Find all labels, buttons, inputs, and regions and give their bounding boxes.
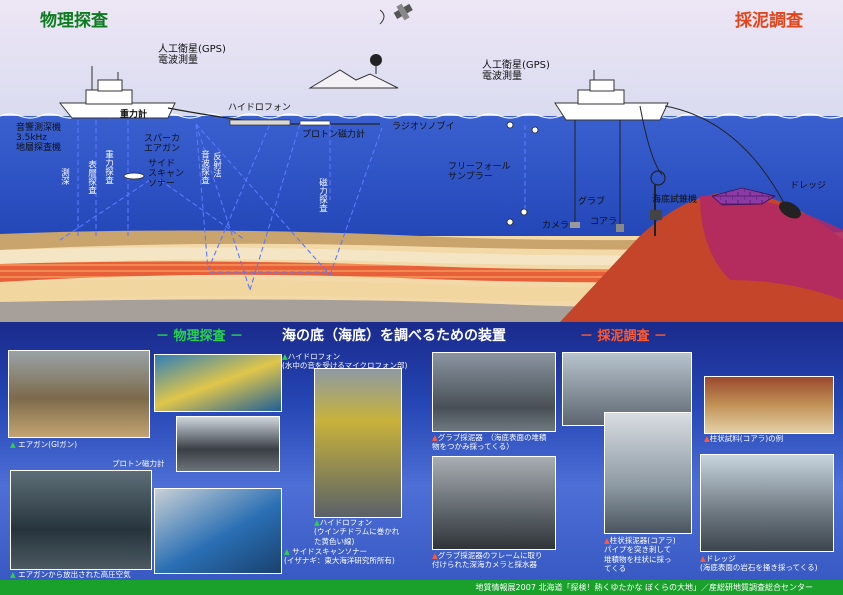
photo-hydrophone (154, 354, 282, 412)
survey-ship-right (554, 70, 801, 236)
echo-sounder-label: 音響測深機 3.5kHz 地層探査機 (16, 123, 62, 153)
photo-hydrophone-drum (314, 368, 402, 518)
shallow-vlabel: 表層探査 (86, 160, 97, 194)
caption-grab2: ▲グラブ採泥器のフレームに取り 付けられた深海カメラと採水器 (432, 551, 543, 570)
photo-grab1 (432, 352, 556, 432)
side-scan-sonar-icon (123, 172, 145, 180)
photo-corer (604, 412, 692, 534)
photo-core-sample (704, 376, 834, 434)
gps-antenna-icon (370, 54, 382, 74)
photo-grab2 (432, 456, 556, 550)
photo-proton-magnetometer (176, 416, 280, 472)
free-fall-label: フリーフォール サンプラー (448, 162, 511, 182)
caption-grab1: ▲グラブ採泥器 （海底表面の堆積 物をつかみ採ってくる） (432, 433, 547, 452)
survey-ship-left (58, 66, 380, 126)
corer-label: コアラ (590, 217, 618, 227)
photo-airgun-air (10, 470, 152, 570)
equipment-photos-panel: － 物理探査 － 海の底（海底）を調べるための装置 － 採泥調査 － ▲ エアガ… (0, 322, 843, 595)
free-fall-sampler-icon (506, 121, 539, 226)
banner-sediment: － 採泥調査 － (580, 329, 668, 344)
caption-hydrophone-drum: ▲ハイドロフォン (ウインチドラムに巻かれ た黄色い線) (314, 518, 400, 546)
dredge-label: ドレッジ (790, 181, 827, 191)
hydrophone-label: ハイドロフォン (228, 103, 291, 113)
physical-survey-title: 物理探査 (40, 11, 108, 31)
reflection-vlabel: 反射法 (211, 152, 222, 178)
caption-airgun: ▲ エアガン(GIガン) (10, 440, 78, 449)
diagram-canvas (0, 0, 843, 322)
grab-label: グラブ (578, 197, 606, 207)
caption-side-scan: ▲ サイドスキャンソナー (イザナギ：東大海洋研究所所有) (284, 547, 395, 566)
banner-title: 海の底（海底）を調べるための装置 (282, 328, 506, 344)
sea-tester-label: 海底試錐機 (652, 195, 698, 205)
seismic-vlabel: 音波探査 (199, 150, 210, 184)
caption-airgun-air: ▲ エアガンから放出された高圧空気 (10, 570, 131, 579)
photo-dredge (700, 454, 834, 552)
camera-label: カメラ (542, 221, 570, 231)
gps-label-left: 人工衛星(GPS) 電波測量 (158, 44, 226, 66)
sediment-survey-title: 採泥調査 (735, 11, 803, 31)
caption-proton: プロトン磁力計 (112, 459, 165, 468)
caption-dredge: ▲ドレッジ (海底表面の岩石を掻き採ってくる) (700, 554, 818, 573)
caption-hydrophone: ▲ハイドロフォン (水中の音を受けるマイクロフォン部) (282, 352, 408, 371)
sparker-label: スパーカ エアガン (144, 134, 181, 154)
signal-paths (59, 120, 526, 291)
gravity-vlabel: 重力探査 (103, 150, 114, 184)
section-banner: － 物理探査 － 海の底（海底）を調べるための装置 － 採泥調査 － (0, 322, 843, 344)
proton-magnetometer-label: プロトン磁力計 (302, 130, 366, 140)
satellite-icon (379, 3, 413, 25)
side-scan-label: サイド スキャン ソナー (148, 159, 185, 189)
photo-side-scan (154, 488, 282, 574)
depth-vlabel: 測深 (59, 168, 70, 185)
banner-physical: － 物理探査 － (156, 329, 244, 344)
gravimeter-label: 重力計 (120, 110, 148, 120)
gps-label-right: 人工衛星(GPS) 電波測量 (482, 60, 550, 82)
footer-credit: 地質情報展2007 北海道「探検！熱くゆたかな ぼくらの大地」／産総研地質調査総… (475, 583, 813, 592)
radiosonobuoy-label: ラジオソノブイ (392, 122, 455, 132)
photo-airgun (8, 350, 150, 438)
footer-bar: 地質情報展2007 北海道「探検！熱くゆたかな ぼくらの大地」／産総研地質調査総… (0, 580, 843, 595)
caption-core-sample: ▲柱状試料(コアラ)の例 (704, 434, 784, 443)
caption-corer: ▲柱状採泥器(コアラ) パイプを突き刺して 堆積物を柱状に採っ てくる (604, 536, 676, 574)
survey-diagram: 物理探査 採泥調査 人工衛星(GPS) 電波測量 人工衛星(GPS) 電波測量 … (0, 0, 843, 322)
magnetic-vlabel: 磁力探査 (317, 178, 328, 212)
